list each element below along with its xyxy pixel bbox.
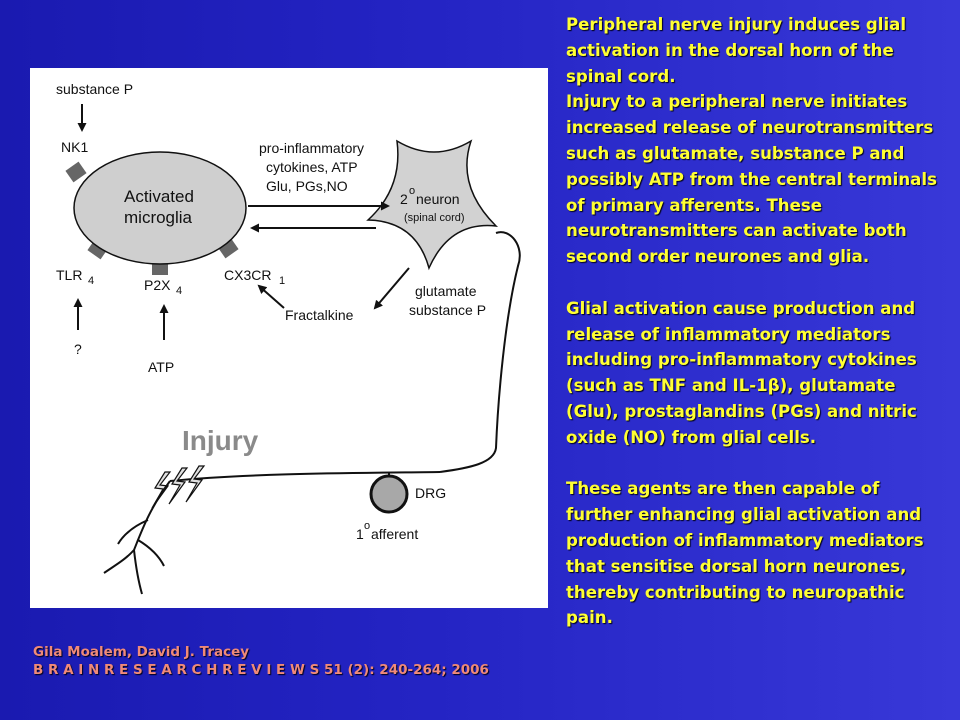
figure-panel: Activated microglia 2 o neuron (spinal c…: [30, 68, 548, 608]
citation-journal: B R A I N R E S E A R C H R E V I E W S …: [33, 662, 489, 678]
drg-label: DRG: [415, 485, 446, 501]
afferent-fiber-peripheral: [169, 471, 441, 482]
text-para-3: Glial activation cause production and re…: [566, 298, 917, 447]
injury-lightning-marks: [151, 465, 206, 509]
pro-inflammatory-label-line3: Glu, PGs,NO: [266, 178, 348, 194]
p2x4-label: P2X: [144, 277, 171, 293]
fractalkine-arrow: [257, 284, 285, 309]
glutamate-release-arrow: [373, 267, 410, 310]
afferent-number: 1: [356, 526, 364, 542]
activated-microglia-cell: [73, 151, 247, 265]
tlr4-label: TLR: [56, 267, 82, 283]
cx3cr1-receptor: [217, 237, 239, 259]
citation: Gila Moalem, David J. Tracey B R A I N R…: [33, 643, 553, 679]
second-order-neuron-cell: [366, 139, 499, 271]
afferent-degree-mark: o: [364, 520, 370, 532]
neuron-degree-mark: o: [409, 185, 415, 197]
explanation-text: Peripheral nerve injury induces glial ac…: [566, 12, 946, 631]
injury-label: Injury: [182, 425, 259, 456]
atp-label: ATP: [148, 359, 174, 375]
afferent-fiber-central: [439, 231, 521, 473]
nk1-label: NK1: [61, 139, 88, 155]
peripheral-nerve-endings: [103, 480, 171, 595]
cx3cr1-label: CX3CR: [224, 267, 271, 283]
text-para-4: These agents are then capable of further…: [566, 479, 924, 628]
text-para-1: Peripheral nerve injury induces glial ac…: [566, 15, 907, 86]
afferent-label: afferent: [371, 526, 418, 542]
drg-cell-body: [369, 474, 409, 514]
microglia-label-line2: microglia: [124, 208, 193, 227]
tlr4-subscript: 4: [88, 275, 94, 287]
cx3cr1-subscript: 1: [279, 275, 285, 287]
microglia-label-line1: Activated: [124, 187, 194, 206]
glutamate-label: glutamate: [415, 283, 477, 299]
p2x4-subscript: 4: [176, 285, 182, 297]
pro-inflammatory-label-line1: pro-inflammatory: [259, 140, 364, 156]
neuron-superscript-2: 2: [400, 191, 408, 207]
microglia-diagram: Activated microglia 2 o neuron (spinal c…: [56, 81, 521, 595]
fractalkine-label: Fractalkine: [285, 307, 354, 323]
neuron-sublabel: (spinal cord): [404, 212, 465, 224]
citation-authors: Gila Moalem, David J. Tracey: [33, 644, 250, 660]
paragraph-gap: [566, 451, 946, 477]
pro-inflammatory-label-line2: cytokines, ATP: [266, 159, 358, 175]
neuron-label: neuron: [416, 191, 460, 207]
glutamate-substance-p-label: substance P: [409, 302, 486, 318]
receptor-stubs: [65, 161, 239, 275]
tlr4-unknown-ligand: ?: [74, 341, 82, 357]
text-para-2: Injury to a peripheral nerve initiates i…: [566, 92, 937, 267]
nk1-receptor: [65, 161, 87, 183]
substance-p-label: substance P: [56, 81, 133, 97]
paragraph-gap: [566, 270, 946, 296]
